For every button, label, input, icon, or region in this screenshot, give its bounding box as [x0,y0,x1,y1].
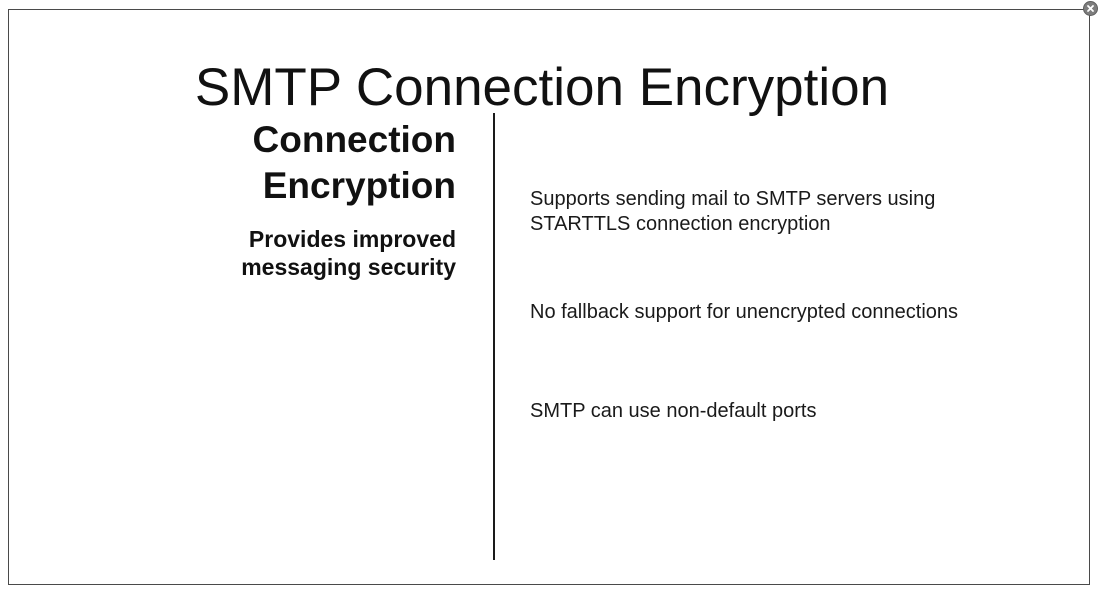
bullet-no-fallback: No fallback support for unencrypted conn… [530,300,958,325]
close-button[interactable] [1083,1,1098,16]
bullet-non-default-ports: SMTP can use non-default ports [530,399,816,424]
slide-title: SMTP Connection Encryption [9,57,1091,119]
left-heading-line-2: Encryption [262,165,456,206]
close-icon [1087,5,1094,12]
slide: SMTP Connection Encryption Connection En… [8,9,1090,585]
left-heading-line-1: Connection [252,119,456,160]
left-heading: Connection Encryption [209,117,456,209]
left-column: Connection Encryption Provides improved … [209,117,456,281]
bullet-starttls-line-2: STARTTLS connection encryption [530,213,831,235]
bullet-non-default-ports-line-1: SMTP can use non-default ports [530,400,817,422]
left-subheading-line-2: messaging security [241,254,456,280]
vertical-divider [493,113,495,560]
left-subheading: Provides improved messaging security [209,225,456,281]
left-subheading-line-1: Provides improved [248,226,456,252]
bullet-no-fallback-line-1: No fallback support for unencrypted conn… [530,301,959,323]
bullet-starttls: Supports sending mail to SMTP servers us… [530,187,935,237]
bullet-starttls-line-1: Supports sending mail to SMTP servers us… [530,188,936,210]
slide-title-text: SMTP Connection Encryption [194,58,890,117]
